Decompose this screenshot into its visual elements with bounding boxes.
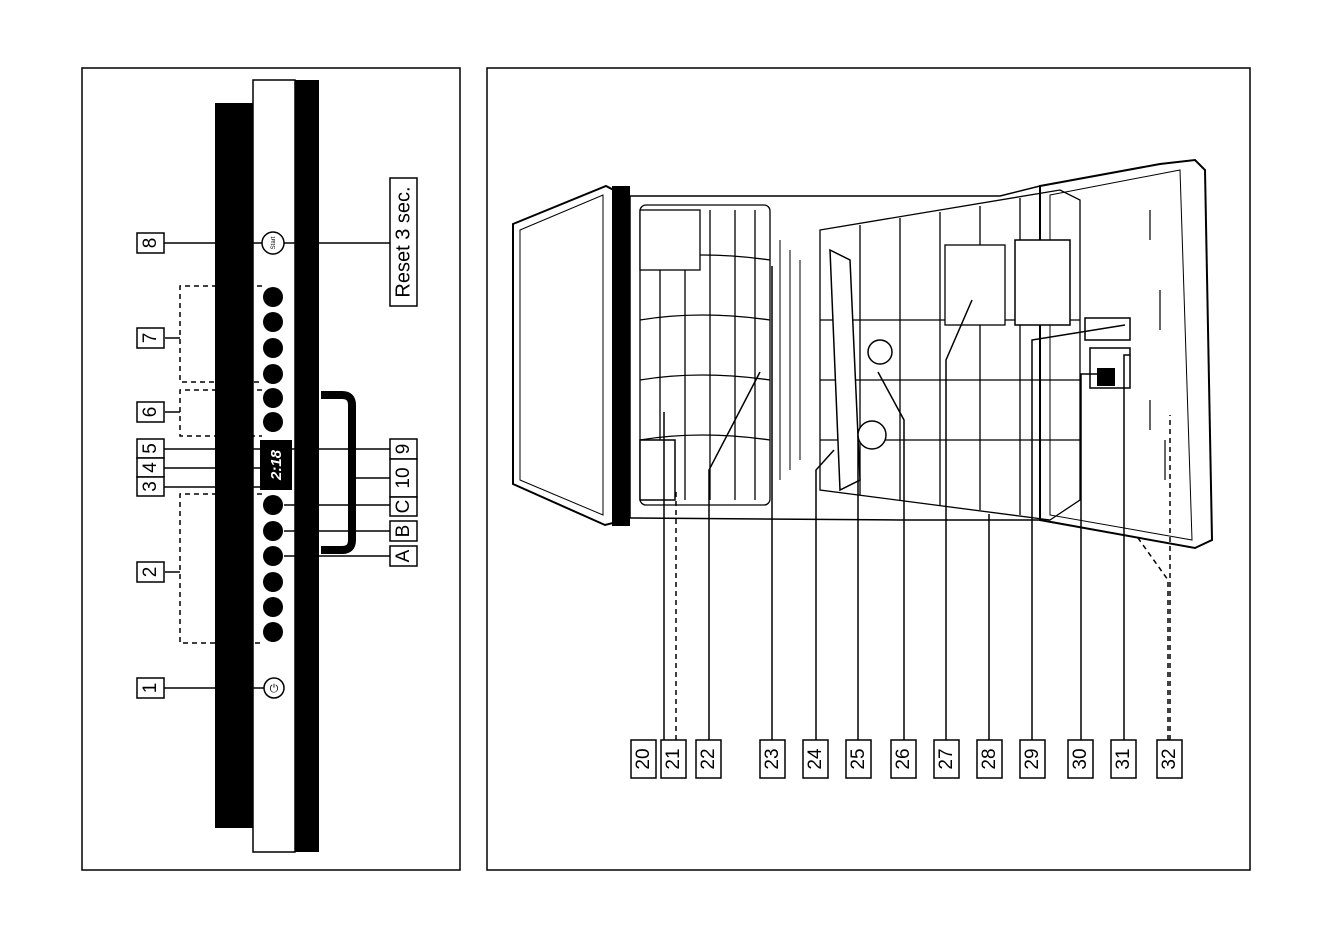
power-icon: ⏻ <box>270 683 279 695</box>
callout-8: 8 <box>137 233 164 253</box>
callouts-left: 8 7 6 5 4 3 2 1 <box>137 233 164 698</box>
callout-6: 6 <box>137 402 164 422</box>
svg-text:30: 30 <box>1070 748 1091 769</box>
svg-text:A: A <box>393 549 414 562</box>
callout-23: 23 <box>760 740 785 778</box>
panel-front-strip <box>295 80 319 852</box>
option-button[interactable] <box>263 388 283 408</box>
svg-text:B: B <box>393 525 414 538</box>
door-handle <box>321 395 352 550</box>
interior-figure: 20 21 22 23 24 25 26 27 28 29 30 31 <box>487 68 1250 870</box>
svg-text:5: 5 <box>140 443 161 454</box>
callout-32: 32 <box>1157 740 1182 778</box>
svg-text:28: 28 <box>979 748 1000 769</box>
option-button[interactable] <box>263 287 283 307</box>
start-button-label: Start <box>271 236 277 249</box>
callout-4: 4 <box>137 458 164 477</box>
reset-label: Reset 3 sec. <box>393 186 415 297</box>
program-button[interactable] <box>263 622 283 642</box>
svg-text:24: 24 <box>805 748 826 770</box>
worktop-panel <box>513 186 625 525</box>
indicator-4-icon: ▣ <box>262 465 269 472</box>
svg-text:22: 22 <box>698 748 719 769</box>
callout-24: 24 <box>803 740 828 778</box>
callout-26: 26 <box>891 740 916 778</box>
program-button-b[interactable] <box>263 521 283 541</box>
program-button[interactable] <box>263 572 283 592</box>
callout-31: 31 <box>1111 740 1136 778</box>
control-panel-figure: ⏻ Start 2:18 ✱ ▣ ⌂ <box>82 68 460 870</box>
svg-text:31: 31 <box>1113 748 1134 769</box>
callout-22: 22 <box>696 740 721 778</box>
svg-text:7: 7 <box>140 333 161 344</box>
program-button-c[interactable] <box>263 495 283 515</box>
svg-text:10: 10 <box>393 467 414 488</box>
display-value: 2:18 <box>268 449 285 481</box>
svg-text:32: 32 <box>1159 748 1180 769</box>
cutlery-basket-insert <box>945 245 1005 325</box>
callout-9: 9 <box>390 439 417 459</box>
callouts-right: Reset 3 sec. 9 10 C B A <box>390 178 417 566</box>
callout-25: 25 <box>846 740 871 778</box>
program-button[interactable] <box>263 597 283 617</box>
option-button[interactable] <box>263 412 283 432</box>
cutlery-basket <box>1015 240 1070 325</box>
svg-text:20: 20 <box>633 748 654 769</box>
panel-back-strip <box>215 103 253 828</box>
option-button[interactable] <box>263 312 283 332</box>
callout-c: C <box>390 497 417 516</box>
svg-text:23: 23 <box>762 748 783 769</box>
svg-text:25: 25 <box>848 748 869 769</box>
program-button-a[interactable] <box>263 546 283 566</box>
filter-cap <box>868 340 892 364</box>
svg-text:27: 27 <box>936 748 957 769</box>
svg-text:8: 8 <box>140 238 161 249</box>
tub-top-edge <box>612 186 630 526</box>
cutlery-tray <box>640 440 675 500</box>
svg-text:29: 29 <box>1022 748 1043 769</box>
option-button[interactable] <box>263 338 283 358</box>
indicator-5-icon: ✱ <box>264 446 270 454</box>
svg-text:2: 2 <box>140 567 161 578</box>
callouts-interior: 20 21 22 23 24 25 26 27 28 29 30 31 <box>631 740 1182 778</box>
detergent-dispenser <box>1085 318 1130 340</box>
indicator-3-icon: ⌂ <box>262 483 266 490</box>
svg-text:3: 3 <box>140 481 161 492</box>
cup-rack <box>640 210 700 270</box>
callout-10: 10 <box>390 459 417 497</box>
svg-text:C: C <box>393 500 414 514</box>
callout-20: 20 <box>631 740 656 778</box>
callout-27: 27 <box>934 740 959 778</box>
callout-28: 28 <box>977 740 1002 778</box>
salt-container <box>858 421 886 449</box>
callout-b: B <box>390 521 417 541</box>
callout-2: 2 <box>137 562 164 582</box>
svg-text:21: 21 <box>663 748 684 769</box>
callout-5: 5 <box>137 439 164 458</box>
svg-text:9: 9 <box>393 444 414 455</box>
callout-30: 30 <box>1068 740 1093 778</box>
callout-3: 3 <box>137 477 164 496</box>
svg-text:6: 6 <box>140 407 161 418</box>
callout-29: 29 <box>1020 740 1045 778</box>
callout-21: 21 <box>661 740 686 778</box>
dispenser-latch <box>1097 368 1115 386</box>
svg-text:1: 1 <box>140 683 161 694</box>
callout-1: 1 <box>137 678 164 698</box>
svg-text:26: 26 <box>893 748 914 769</box>
callout-a: A <box>390 546 417 566</box>
svg-text:4: 4 <box>140 462 161 473</box>
callout-7: 7 <box>137 328 164 348</box>
option-button[interactable] <box>263 364 283 384</box>
callout-reset: Reset 3 sec. <box>390 178 417 306</box>
